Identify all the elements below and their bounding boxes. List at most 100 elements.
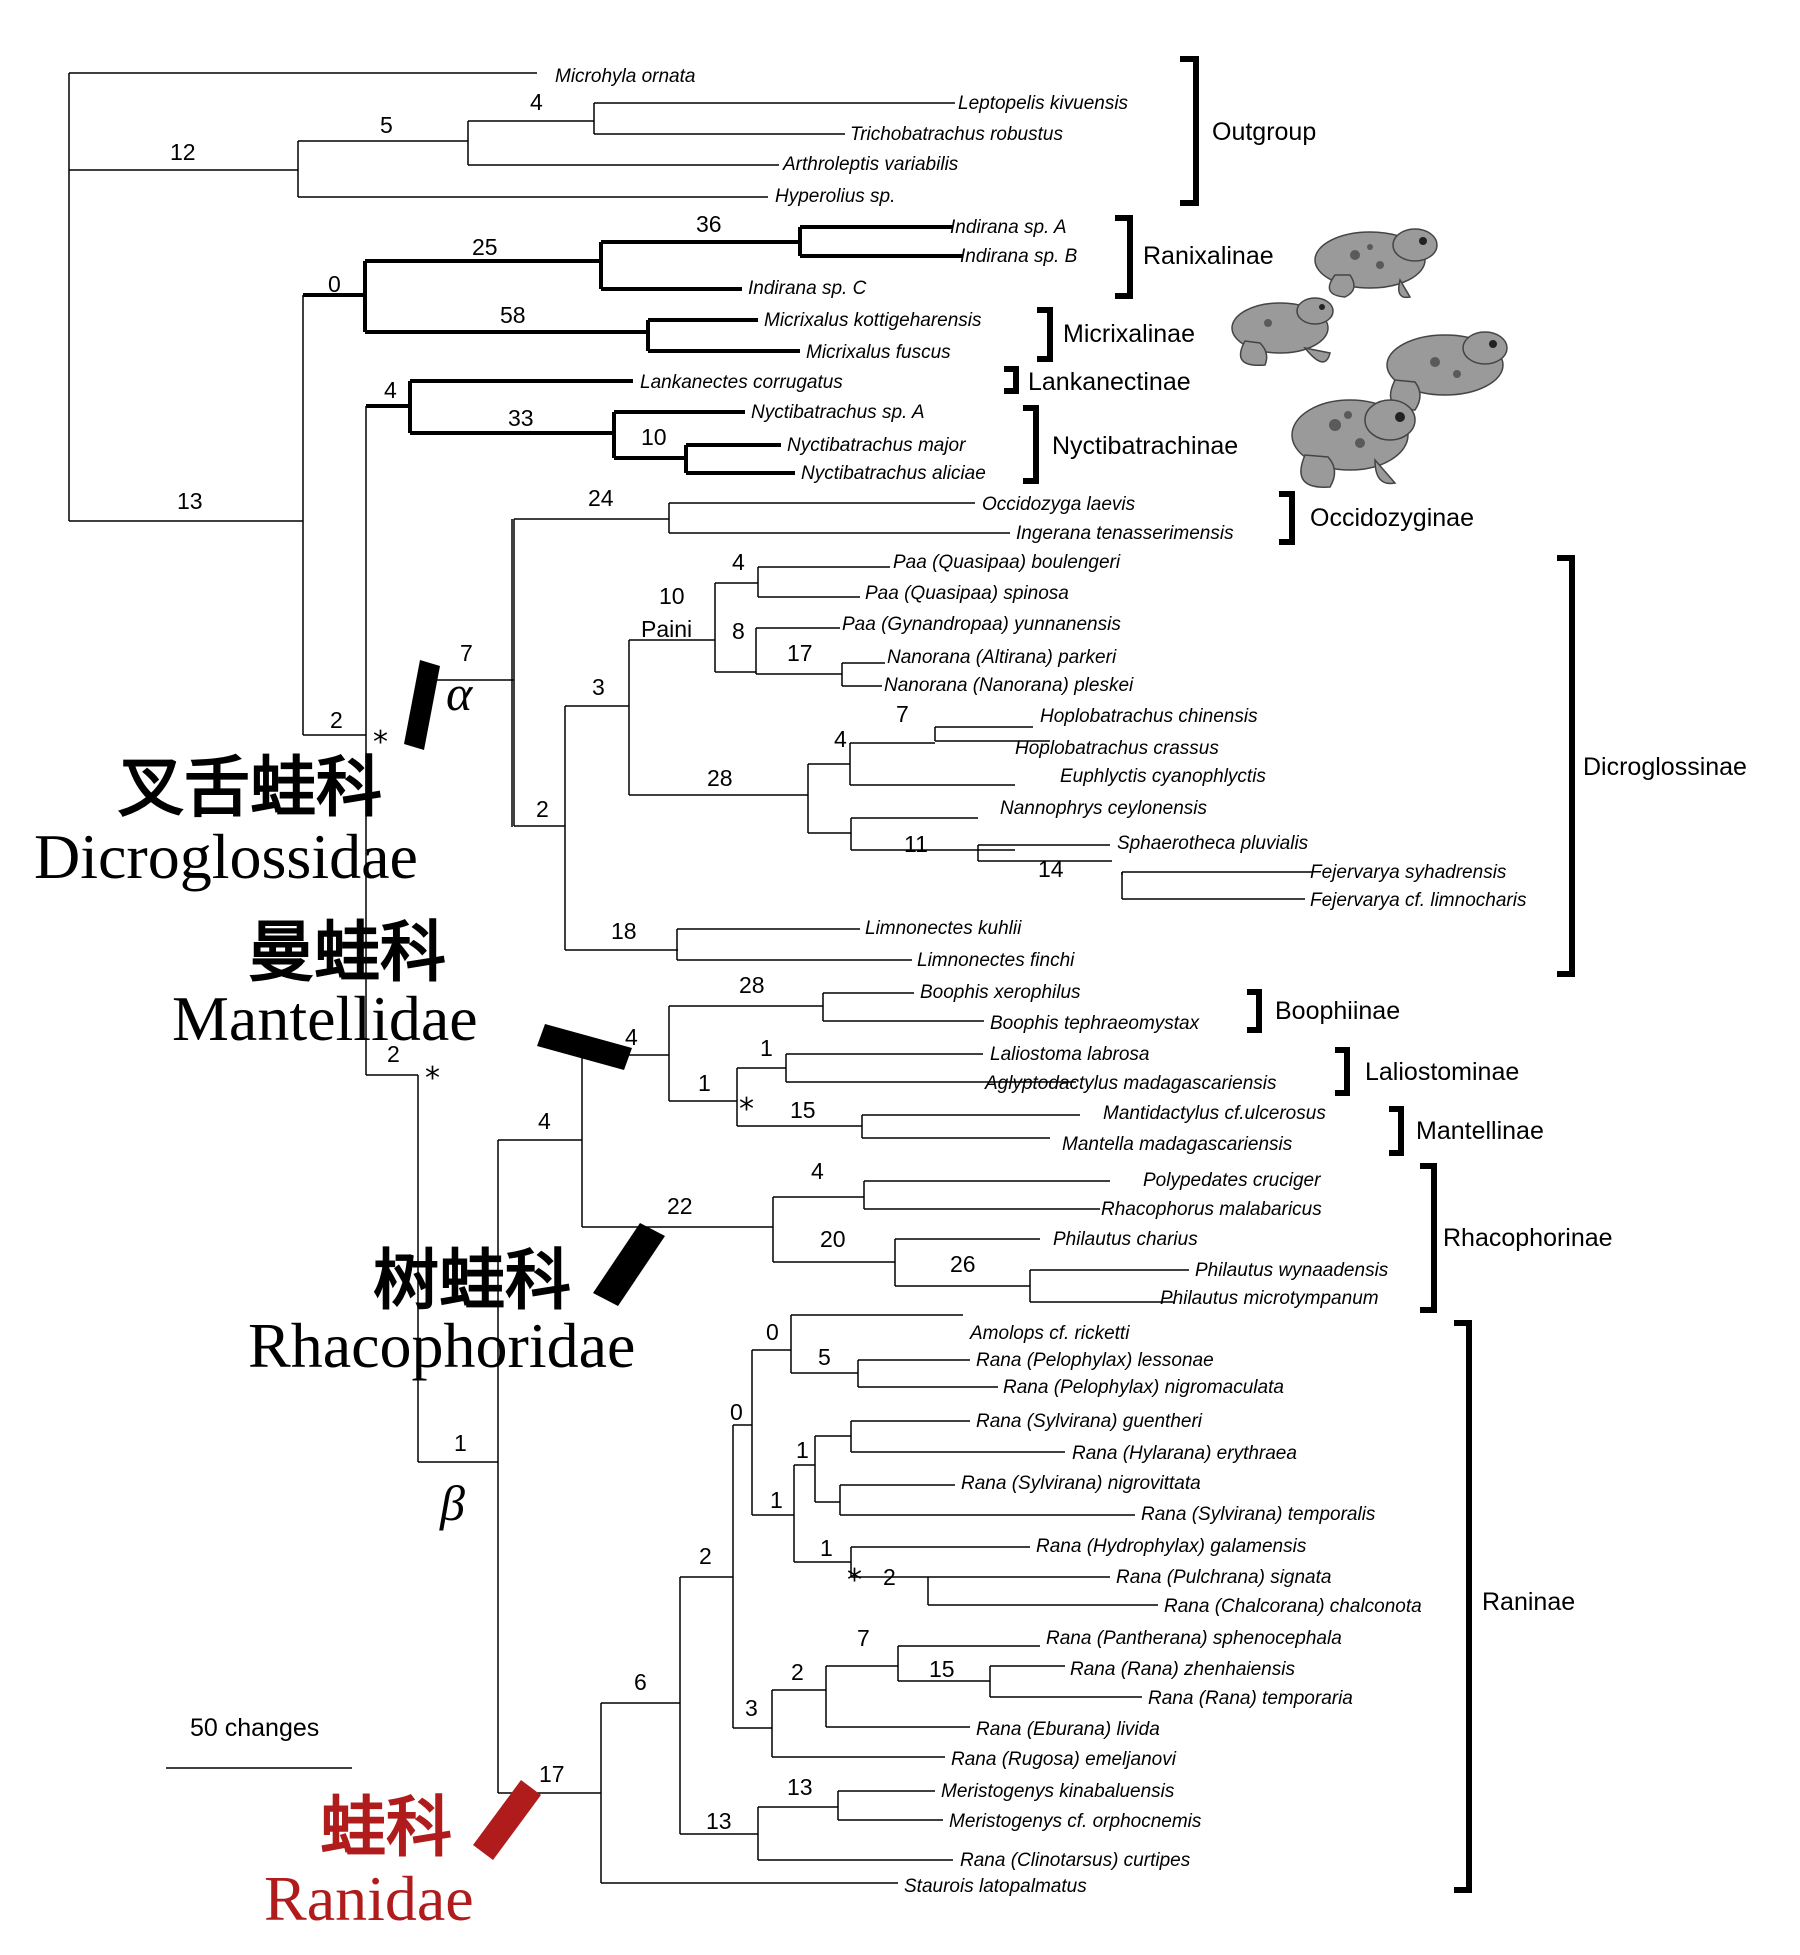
taxon-label: Rana (Sylvirana) nigrovittata bbox=[961, 1473, 1201, 1494]
taxon-label: Rana (Rana) temporaria bbox=[1148, 1688, 1353, 1709]
support-value: 2 bbox=[387, 1041, 400, 1067]
support-value: 3 bbox=[745, 1695, 758, 1721]
taxon-label: Rana (Pelophylax) lessonae bbox=[976, 1350, 1214, 1371]
group-label-micrixalinae: Micrixalinae bbox=[1063, 320, 1195, 348]
support-value: 18 bbox=[611, 918, 637, 944]
scale-bar-label: 50 changes bbox=[190, 1714, 319, 1742]
rhacophoridae-marker bbox=[593, 1223, 665, 1306]
taxon-label: Hoplobatrachus chinensis bbox=[1040, 706, 1258, 727]
taxon-label: Paa (Gynandropaa) yunnanensis bbox=[842, 614, 1121, 635]
support-value: 10 bbox=[659, 583, 685, 609]
support-value: 2 bbox=[883, 1564, 896, 1590]
support-value: 28 bbox=[707, 765, 733, 791]
family-name-zh-mantellidae: 曼蛙科 bbox=[248, 914, 446, 991]
taxon-label: Rana (Rana) zhenhaiensis bbox=[1070, 1659, 1295, 1680]
support-value: 0 bbox=[730, 1399, 743, 1425]
family-name-zh-dicroglossidae: 叉舌蛙科 bbox=[118, 749, 382, 826]
support-value: 4 bbox=[732, 549, 745, 575]
support-value: 20 bbox=[820, 1226, 846, 1252]
support-value: 4 bbox=[834, 726, 847, 752]
family-labels: 叉舌蛙科 Dicroglossidae 曼蛙科 Mantellidae 树蛙科 … bbox=[34, 665, 635, 1934]
taxon-label: Rana (Hydrophylax) galamensis bbox=[1036, 1536, 1307, 1557]
support-value: 36 bbox=[696, 211, 722, 237]
family-marker-bars bbox=[404, 660, 665, 1860]
taxon-label: Rana (Chalcorana) chalconota bbox=[1164, 1596, 1422, 1617]
taxon-label: Rhacophorus malabaricus bbox=[1101, 1199, 1322, 1220]
frog-illustration-icon bbox=[1386, 331, 1508, 411]
group-label-laliostominae: Laliostominae bbox=[1365, 1058, 1519, 1086]
support-value: 4 bbox=[625, 1024, 638, 1050]
taxon-label: Boophis xerophilus bbox=[920, 982, 1081, 1003]
support-value: 26 bbox=[950, 1251, 976, 1277]
support-value: 12 bbox=[170, 139, 196, 165]
support-value: 4 bbox=[384, 377, 397, 403]
taxon-label: Amolops cf. ricketti bbox=[969, 1323, 1130, 1344]
asterisk-node-marker-icon: * bbox=[847, 1563, 862, 1598]
asterisk-markers: * * * * bbox=[373, 725, 862, 1598]
asterisk-node-marker-icon: * bbox=[373, 725, 388, 760]
family-name-en-mantellidae: Mantellidae bbox=[172, 983, 478, 1054]
taxon-label: Indirana sp. C bbox=[748, 278, 867, 299]
taxon-label: Euphlyctis cyanophlyctis bbox=[1060, 766, 1266, 787]
taxon-label: Rana (Eburana) livida bbox=[976, 1719, 1160, 1740]
group-label-raninae: Raninae bbox=[1482, 1588, 1575, 1616]
group-label-outgroup: Outgroup bbox=[1212, 118, 1316, 146]
support-value: 3 bbox=[592, 674, 605, 700]
support-value: 4 bbox=[538, 1108, 551, 1134]
clade-alpha-label: α bbox=[446, 665, 474, 721]
support-value: 0 bbox=[766, 1319, 779, 1345]
taxon-label: Rana (Pantherana) sphenocephala bbox=[1046, 1628, 1342, 1649]
group-brackets: Outgroup Ranixalinae Micrixalinae Lankan… bbox=[1004, 56, 1747, 1893]
taxon-label: Mantidactylus cf.ulcerosus bbox=[1103, 1103, 1326, 1124]
taxon-label: Philautus wynaadensis bbox=[1195, 1260, 1389, 1281]
taxon-label: Indirana sp. B bbox=[960, 246, 1078, 267]
taxon-label: Sphaerotheca pluvialis bbox=[1117, 833, 1309, 854]
group-label-occidozyginae: Occidozyginae bbox=[1310, 504, 1474, 532]
support-value: 1 bbox=[770, 1487, 783, 1513]
taxon-label: Hoplobatrachus crassus bbox=[1015, 738, 1219, 759]
support-value: 4 bbox=[811, 1158, 824, 1184]
taxon-label: Nanorana (Nanorana) pleskei bbox=[884, 675, 1134, 696]
taxon-label: Meristogenys kinabaluensis bbox=[941, 1781, 1175, 1802]
support-value: 13 bbox=[177, 488, 203, 514]
frog-illustration-icon bbox=[1291, 399, 1416, 488]
frog-illustrations bbox=[1231, 228, 1508, 488]
family-name-zh-ranidae: 蛙科 bbox=[320, 1789, 452, 1866]
support-value: 7 bbox=[857, 1625, 870, 1651]
group-label-dicroglossinae: Dicroglossinae bbox=[1583, 753, 1747, 781]
taxon-label: Micrixalus kottigeharensis bbox=[764, 310, 982, 331]
taxon-label: Fejervarya cf. limnocharis bbox=[1310, 890, 1527, 911]
taxon-label: Polypedates cruciger bbox=[1143, 1170, 1321, 1191]
support-value: 28 bbox=[739, 972, 765, 998]
support-value: 4 bbox=[530, 89, 543, 115]
taxon-label: Rana (Hylarana) erythraea bbox=[1072, 1443, 1297, 1464]
frog-illustration-icon bbox=[1231, 297, 1334, 367]
scale-bar: 50 changes bbox=[166, 1714, 352, 1769]
taxon-label: Trichobatrachus robustus bbox=[850, 124, 1063, 145]
taxon-label: Staurois latopalmatus bbox=[904, 1876, 1087, 1897]
support-value: 6 bbox=[634, 1669, 647, 1695]
taxon-label: Nanorana (Altirana) parkeri bbox=[887, 647, 1117, 668]
taxa-labels: Microhyla ornata Leptopelis kivuensis Tr… bbox=[555, 66, 1527, 1897]
asterisk-node-marker-icon: * bbox=[739, 1092, 754, 1127]
dicroglossidae-marker bbox=[404, 660, 440, 750]
taxon-label: Arthroleptis variabilis bbox=[782, 154, 959, 175]
taxon-label: Limnonectes kuhlii bbox=[865, 918, 1022, 939]
support-value: 17 bbox=[539, 1761, 565, 1787]
support-value: 7 bbox=[896, 701, 909, 727]
support-values: 12 5 4 13 0 25 36 58 4 33 10 2 7 24 2 3 … bbox=[170, 89, 1064, 1834]
support-value: 22 bbox=[667, 1193, 693, 1219]
group-label-rhacophorinae: Rhacophorinae bbox=[1443, 1224, 1613, 1252]
taxon-label: Lankanectes corrugatus bbox=[640, 372, 843, 393]
support-value: 13 bbox=[787, 1774, 813, 1800]
mantellidae-marker bbox=[537, 1024, 632, 1070]
support-value: 24 bbox=[588, 485, 614, 511]
taxon-label: Rana (Sylvirana) guentheri bbox=[976, 1411, 1203, 1432]
family-name-en-rhacophoridae: Rhacophoridae bbox=[248, 1310, 635, 1381]
group-label-lankanectinae: Lankanectinae bbox=[1028, 368, 1191, 396]
taxon-label: Limnonectes finchi bbox=[917, 950, 1075, 971]
support-value: 1 bbox=[760, 1035, 773, 1061]
support-value: 17 bbox=[787, 640, 813, 666]
support-value: 2 bbox=[699, 1543, 712, 1569]
